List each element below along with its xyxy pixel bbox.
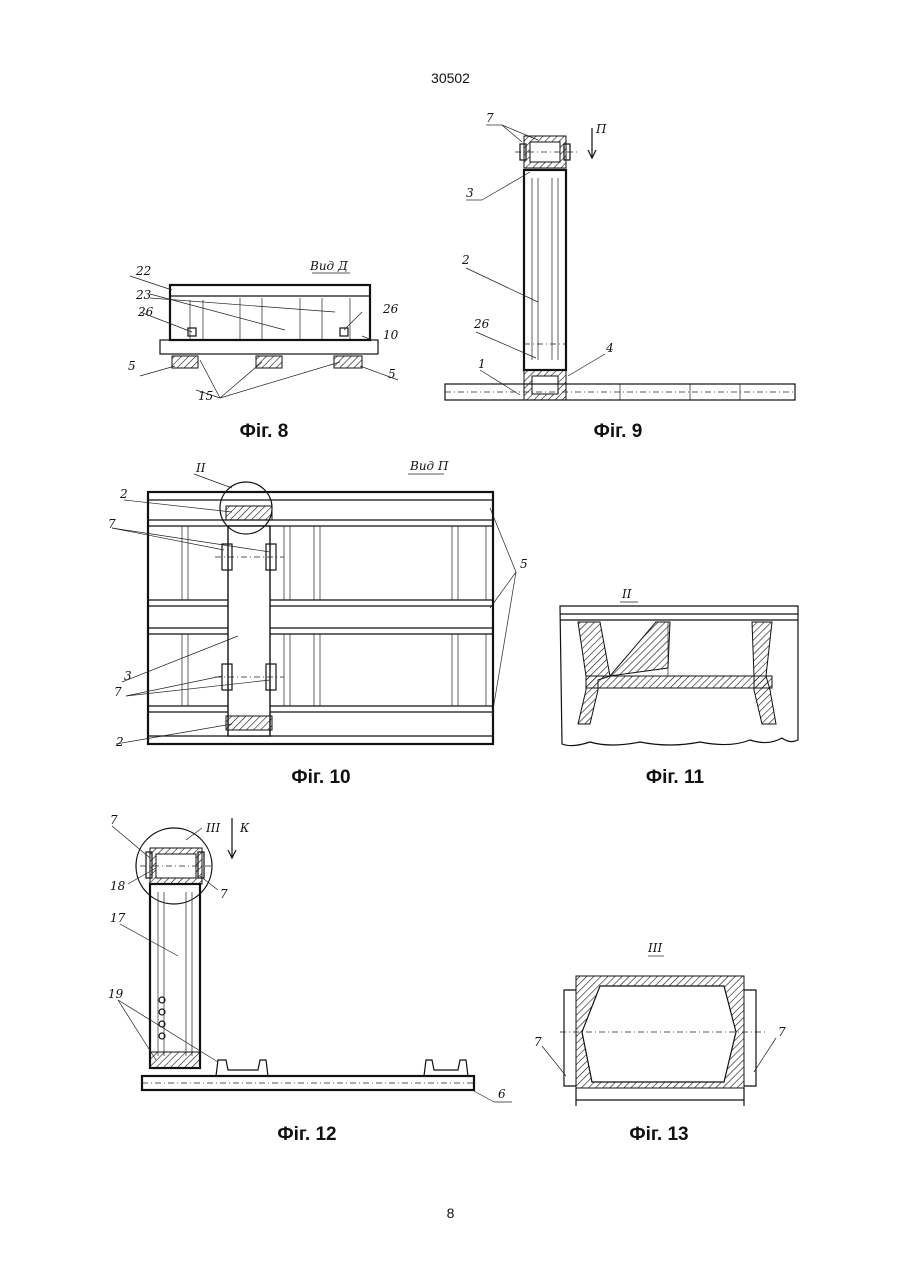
fig12-label-view-k: К <box>239 821 250 835</box>
fig12-caption: Фіг. 12 <box>242 1124 372 1146</box>
fig8-label-26-left: 26 <box>137 305 154 319</box>
fig10-label-2-top: 2 <box>119 487 128 501</box>
fig10-view-label: Вид П <box>409 459 449 473</box>
fig11-label-ii: II <box>621 587 632 601</box>
fig9-label-view-p: П <box>595 122 607 136</box>
fig9-label-2: 2 <box>461 253 470 267</box>
figure-10-drawing: II 2 7 5 3 7 2 Вид П <box>108 459 528 749</box>
fig11-caption: Фіг. 11 <box>610 767 740 789</box>
figure-11-drawing: II <box>560 587 798 746</box>
fig10-label-ii: II <box>195 461 206 475</box>
fig8-label-26-right: 26 <box>382 302 399 316</box>
fig10-label-5: 5 <box>520 557 528 571</box>
fig12-label-19: 19 <box>108 987 124 1001</box>
fig13-label-iii: III <box>647 941 662 955</box>
fig12-label-iii: III <box>205 821 220 835</box>
figure-9-drawing: 7 П 3 2 26 4 1 <box>445 111 795 400</box>
fig12-label-6: 6 <box>498 1087 506 1101</box>
fig12-label-17: 17 <box>110 911 126 925</box>
fig10-label-7-top: 7 <box>108 517 116 531</box>
fig10-caption: Фіг. 10 <box>256 767 386 789</box>
fig10-label-7-bottom: 7 <box>114 685 122 699</box>
fig9-label-3: 3 <box>466 186 474 200</box>
fig9-caption: Фіг. 9 <box>558 421 678 443</box>
fig12-label-7-right: 7 <box>220 887 228 901</box>
fig9-label-7: 7 <box>486 111 494 125</box>
fig9-label-1: 1 <box>478 357 486 371</box>
page-number: 8 <box>0 1205 901 1221</box>
fig12-label-18: 18 <box>110 879 126 893</box>
figure-8-drawing: 22 23 26 26 10 5 5 15 Вид Д <box>128 259 399 403</box>
fig8-label-23: 23 <box>135 288 152 302</box>
fig13-caption: Фіг. 13 <box>594 1124 724 1146</box>
fig8-view-label: Вид Д <box>309 259 348 273</box>
fig8-caption: Фіг. 8 <box>204 421 324 443</box>
fig8-label-5-right: 5 <box>388 367 396 381</box>
fig12-label-7-top: 7 <box>110 813 118 827</box>
fig13-label-7-right: 7 <box>778 1025 786 1039</box>
fig8-label-22: 22 <box>135 264 151 278</box>
fig9-label-26: 26 <box>473 317 490 331</box>
figure-13-drawing: III 7 7 <box>534 941 786 1106</box>
fig8-label-5-left: 5 <box>128 359 136 373</box>
figure-12-drawing: 7 III К 18 7 17 19 6 <box>108 813 512 1102</box>
fig8-label-15: 15 <box>198 389 213 403</box>
fig10-label-3: 3 <box>124 669 132 683</box>
fig8-label-10: 10 <box>383 328 399 342</box>
fig13-label-7-left: 7 <box>534 1035 542 1049</box>
fig10-label-2-bottom: 2 <box>115 735 124 749</box>
fig9-label-4: 4 <box>605 341 614 355</box>
